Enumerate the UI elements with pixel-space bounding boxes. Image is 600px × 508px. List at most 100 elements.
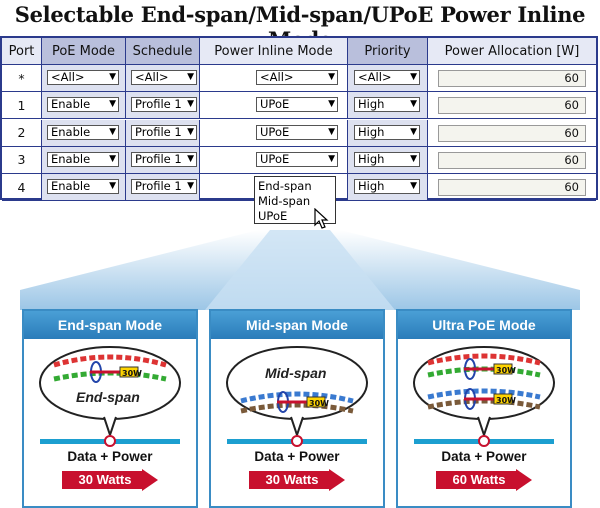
poe-mode-cell: Enable ▼ <box>42 119 126 147</box>
poe-mode-value: Enable <box>51 151 91 166</box>
poe-mode-select[interactable]: Enable ▼ <box>47 179 119 195</box>
dropdown-arrow-icon: ▼ <box>109 181 116 192</box>
dropdown-arrow-icon: ▼ <box>410 99 417 110</box>
mouse-cursor-icon <box>314 208 329 229</box>
dropdown-arrow-icon: ▼ <box>187 99 194 110</box>
header-power-allocation: Power Allocation [W] <box>428 38 596 65</box>
priority-select[interactable]: High▼ <box>354 179 420 195</box>
bubble-label: End-span <box>76 389 140 405</box>
schedule-value: Profile 1 <box>135 124 182 139</box>
power-allocation-input[interactable]: 60 <box>438 70 586 87</box>
inline-mode-cell: UPoE ▼ <box>200 146 348 174</box>
header-poe-mode: PoE Mode <box>42 38 126 65</box>
inline-mode-select[interactable]: UPoE ▼ <box>256 151 338 167</box>
port-cell: 4 <box>2 174 42 202</box>
header-priority: Priority <box>348 38 428 65</box>
schedule-value: <All> <box>135 70 169 84</box>
table-row: *<All>▼<All>▼<All>▼<All>▼60 <box>2 65 596 92</box>
inline-mode-select[interactable]: <All>▼ <box>256 70 338 85</box>
poe-mode-value: Enable <box>51 179 91 194</box>
port-cell: 1 <box>2 92 42 120</box>
dropdown-option-mid-span[interactable]: Mid-span <box>258 194 311 208</box>
priority-value: High <box>358 97 385 112</box>
port-cell: * <box>2 65 42 92</box>
schedule-select[interactable]: Profile 1▼ <box>131 97 197 113</box>
data-power-label: Data + Power <box>67 449 153 464</box>
dropdown-arrow-icon: ▼ <box>410 72 417 82</box>
dropdown-arrow-icon: ▼ <box>187 153 194 164</box>
inline-mode-cell: UPoE▼ <box>200 92 348 120</box>
allocation-cell: 60 <box>428 147 596 174</box>
priority-cell: High▼ <box>348 146 428 174</box>
allocation-cell: 60 <box>428 65 596 92</box>
priority-select[interactable]: High▼ <box>354 151 420 167</box>
schedule-select[interactable]: <All> ▼ <box>131 70 197 85</box>
schedule-cell: Profile 1▼ <box>126 92 200 120</box>
table-header-row: Port PoE Mode Schedule Power Inline Mode… <box>2 38 596 65</box>
schedule-select[interactable]: Profile 1▼ <box>131 124 197 140</box>
panel-title: Mid-span Mode <box>211 311 383 339</box>
power-allocation-input[interactable]: 60 <box>438 151 586 169</box>
poe-mode-select[interactable]: Enable ▼ <box>47 124 119 140</box>
dropdown-arrow-icon: ▼ <box>328 126 335 137</box>
allocation-cell: 60 <box>428 92 596 120</box>
red-arrow-icon <box>62 469 158 491</box>
priority-cell: <All>▼ <box>348 65 428 92</box>
dropdown-arrow-icon: ▼ <box>109 99 116 110</box>
poe-mode-cell: <All>▼ <box>42 65 126 92</box>
poe-config-table: Port PoE Mode Schedule Power Inline Mode… <box>0 36 598 202</box>
power-allocation-input[interactable]: 60 <box>438 124 586 142</box>
poe-mode-value: Enable <box>51 124 91 139</box>
watts-arrow: 60 Watts <box>436 469 532 491</box>
schedule-cell: <All> ▼ <box>126 65 200 92</box>
mid-span-diagram <box>226 346 368 447</box>
dropdown-arrow-icon: ▼ <box>328 153 335 164</box>
schedule-cell: Profile 1▼ <box>126 146 200 174</box>
header-power-inline-mode: Power Inline Mode <box>200 38 348 65</box>
beam-graphic <box>20 230 580 310</box>
schedule-value: Profile 1 <box>135 179 182 194</box>
header-port: Port <box>2 38 42 65</box>
data-power-label: Data + Power <box>254 449 340 464</box>
inline-mode-value: <All> <box>260 70 294 84</box>
poe-mode-cell: Enable▼ <box>42 146 126 174</box>
red-arrow-icon <box>436 469 532 491</box>
panel-ultra-poe: Ultra PoE Mode 30W 30W Data + Power 60 W… <box>396 309 572 508</box>
dropdown-arrow-icon: ▼ <box>109 126 116 137</box>
poe-mode-value: <All> <box>51 70 85 84</box>
power-allocation-input[interactable]: 60 <box>438 97 586 115</box>
inline-mode-value: UPoE <box>260 97 290 112</box>
watt-tag: 30W <box>496 366 516 375</box>
priority-select[interactable]: High ▼ <box>354 97 420 113</box>
inline-mode-select[interactable]: UPoE▼ <box>256 97 338 113</box>
dropdown-option-end-span[interactable]: End-span <box>258 179 312 193</box>
schedule-select[interactable]: Profile 1▼ <box>131 179 197 195</box>
dropdown-arrow-icon: ▼ <box>187 72 194 82</box>
poe-mode-select[interactable]: <All>▼ <box>47 70 119 85</box>
priority-select[interactable]: <All>▼ <box>354 70 420 85</box>
poe-mode-select[interactable]: Enable▼ <box>47 97 119 113</box>
priority-value: High <box>358 124 385 139</box>
inline-mode-value: UPoE <box>260 151 290 166</box>
inline-mode-select[interactable]: UPoE▼ <box>256 124 338 140</box>
power-allocation-input[interactable]: 60 <box>438 179 586 197</box>
dropdown-option-upoe[interactable]: UPoE <box>258 209 288 223</box>
port-cell: 2 <box>2 119 42 147</box>
header-schedule: Schedule <box>126 38 200 65</box>
red-arrow-icon <box>249 469 345 491</box>
watt-tag: 30W <box>496 396 516 405</box>
schedule-cell: Profile 1▼ <box>126 174 200 202</box>
ultra-poe-diagram <box>413 346 555 447</box>
panel-title: End-span Mode <box>24 311 196 339</box>
priority-select[interactable]: High ▼ <box>354 124 420 140</box>
poe-mode-select[interactable]: Enable▼ <box>47 151 119 167</box>
schedule-select[interactable]: Profile 1▼ <box>131 151 197 167</box>
allocation-cell: 60 <box>428 120 596 147</box>
inline-mode-cell: UPoE▼ <box>200 119 348 147</box>
inline-mode-cell: <All>▼ <box>200 65 348 92</box>
dropdown-arrow-icon: ▼ <box>410 126 417 137</box>
dropdown-arrow-icon: ▼ <box>410 181 417 192</box>
